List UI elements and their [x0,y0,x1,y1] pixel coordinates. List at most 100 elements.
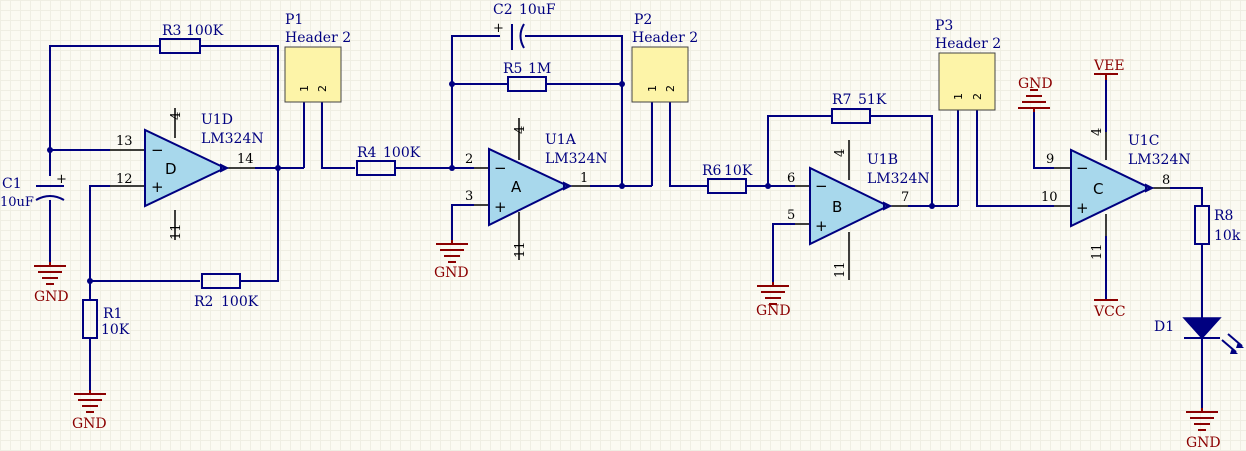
wire-noninv-a [451,204,474,240]
wire-r7-left [767,115,832,186]
gnd-label-u1a: GND [434,265,469,281]
junction-dot [929,203,935,209]
gnd-label-r1: GND [72,416,107,432]
u1d-part: LM324N [201,131,264,147]
junction-dot [619,183,625,189]
u1d-minus: − [151,141,164,159]
p2-type: Header 2 [632,30,698,46]
d1-ref: D1 [1154,319,1174,335]
junction-dot [449,81,455,87]
u1b-pin-inv: 6 [787,171,795,186]
junctions [47,81,935,284]
p3-type: Header 2 [935,36,1001,52]
wire-r3-left [49,45,160,150]
opamp-u1c [1054,132,1170,236]
ground-r1 [74,390,106,413]
resistor-r5 [507,76,547,92]
u1a-minus: − [494,159,507,177]
u1a-pin-vn: 11 [513,241,528,258]
p3-ref: P3 [935,18,953,34]
p1-ref: P1 [285,12,303,28]
gnd-label-d1: GND [1186,435,1221,451]
junction-dot [47,147,53,153]
p1-pin2-label: 2 [316,85,329,92]
ground-u1b [757,282,789,305]
u1d-pin-vn: 11 [169,223,184,240]
u1a-pin-out: 1 [580,171,588,186]
u1a-plus: + [494,198,507,216]
p3-pin2-label: 2 [971,93,984,100]
ground-d1 [1186,408,1218,431]
u1c-pin-out: 8 [1162,173,1170,188]
junction-dot [449,165,455,171]
resistor-r4 [356,160,396,176]
resistor-r6 [707,178,747,194]
wire-inv-c [1033,112,1054,169]
c1-ref: C1 [2,176,22,192]
c2-ref: C2 [493,2,513,18]
u1a-part: LM324N [545,151,608,167]
gnd-label-u1c: GND [1018,76,1053,92]
opamp-u1b [795,140,908,280]
u1a-pin-noninv: 3 [465,189,473,204]
u1c-letter: C [1093,180,1103,198]
wire-noninv-b [772,223,795,282]
resistor-r7 [831,108,871,124]
capacitor-c2 [511,23,525,50]
led-d1 [1182,317,1244,354]
u1c-minus: − [1076,159,1089,177]
wire-c2-right [525,35,623,186]
p1-pin1-label: 1 [298,85,311,92]
resistors [82,38,1210,339]
junction-dot [619,81,625,87]
gnd-label-c1: GND [34,289,69,305]
p2-ref: P2 [634,12,652,28]
u1b-pin-out: 7 [901,190,909,205]
r6-value: 10K [724,163,753,179]
wire-r7-right [870,115,933,206]
u1b-pin-vp: 4 [833,149,848,157]
r5-ref: R5 [503,61,522,77]
r1-value: 10K [101,322,130,338]
wire-r3-right [240,45,279,168]
r8-ref: R8 [1214,208,1233,224]
junction-dot [275,165,281,171]
u1b-plus: + [815,217,828,235]
wire-p2-pin2 [669,102,708,187]
u1a-pin-vp: 4 [513,126,528,134]
r7-value: 51K [858,92,887,108]
u1a-ref: U1A [545,132,577,148]
u1d-ref: U1D [201,112,233,128]
u1b-minus: − [815,177,828,195]
ground-c1 [34,262,66,285]
u1d-letter: D [165,160,177,178]
vee-symbol [1094,73,1118,80]
u1c-part: LM324N [1128,152,1191,168]
c2-value: 10uF [519,2,556,18]
resistor-r1 [82,299,98,339]
u1b-part: LM324N [867,171,930,187]
u1b-ref: U1B [867,152,898,168]
resistor-r8 [1194,205,1210,245]
resistor-r2 [201,273,241,289]
capacitor-c1 [35,185,65,201]
header-p1 [284,46,342,103]
u1a-letter: A [511,178,522,196]
r8-value: 10k [1214,228,1241,244]
r7-ref: R7 [832,92,851,108]
wire-p1-pin2 [321,102,355,169]
junction-dot [765,183,771,189]
wire-p3-pin2 [976,110,1054,207]
resistor-r3 [159,38,201,54]
u1b-pin-noninv: 5 [787,208,795,223]
wire-noninv-d [89,185,110,300]
r1-ref: R1 [103,306,122,322]
r2-value: 100K [221,294,259,310]
c1-value: 10uF [0,195,34,210]
r4-value: 100K [383,145,421,161]
p2-pin1-label: 1 [646,85,659,92]
p3-pin1-label: 1 [952,93,965,100]
